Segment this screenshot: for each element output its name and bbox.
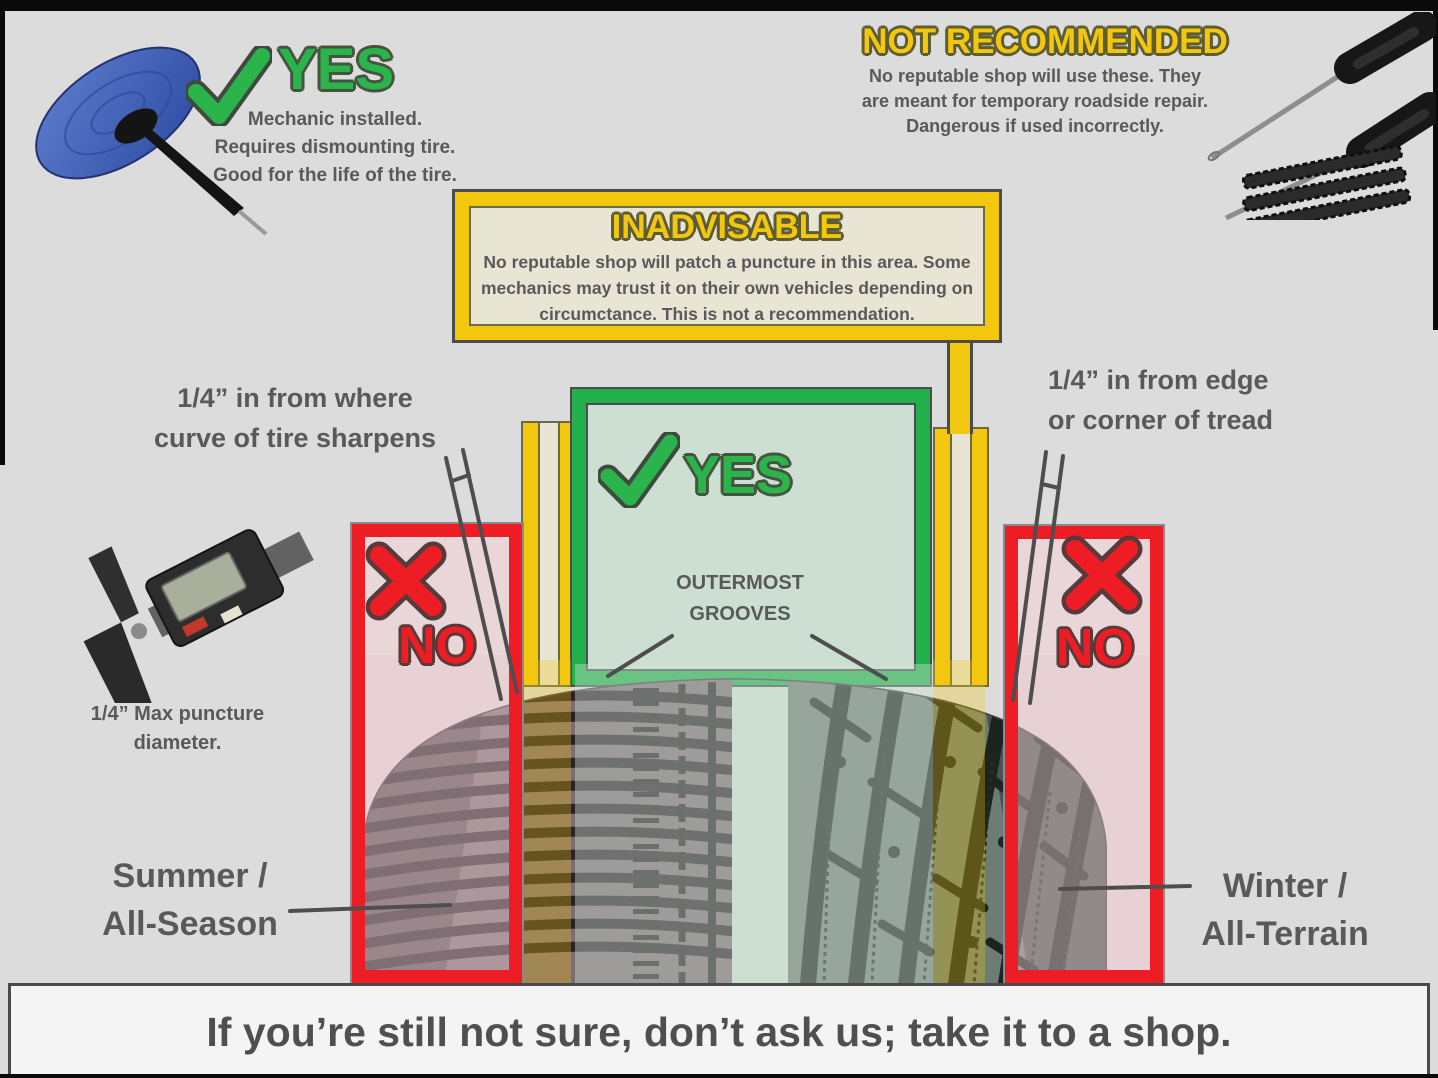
bottom-letterbox-bar [0, 1074, 1438, 1078]
caliper-label-line: 1/4” Max puncture [90, 703, 265, 725]
inadvisable-line: mechanics may trust it on their own vehi… [480, 278, 974, 298]
footer-message: If you’re still not sure, don’t ask us; … [206, 1008, 1232, 1055]
caution-strip-right [933, 427, 989, 687]
not-recommended-line: Dangerous if used incorrectly. [906, 116, 1164, 136]
inadvisable-line: circumctance. This is not a recommendati… [539, 304, 915, 324]
left-quarter-label: 1/4” in from where curve of tire sharpen… [110, 378, 480, 458]
x-icon [365, 541, 447, 621]
winter-line: All-Terrain [1201, 915, 1369, 953]
not-recommended-title: NOT RECOMMENDED [862, 22, 1228, 61]
check-icon [598, 432, 680, 508]
inadvisable-line: No reputable shop will patch a puncture … [483, 252, 971, 272]
inadvisable-panel: INADVISABLE No reputable shop will patch… [452, 189, 1002, 343]
caliper-label-line: diameter. [133, 732, 222, 754]
summer-line: All-Season [102, 905, 278, 943]
right-letterbox-bar [1433, 0, 1438, 330]
winter-tire-label: Winter / All-Terrain [1150, 862, 1420, 958]
patch-description-line: Mechanic installed. [247, 109, 423, 130]
inadvisable-connector [947, 335, 973, 434]
grooves-line: GROOVES [689, 603, 791, 625]
footer-banner: If you’re still not sure, don’t ask us; … [8, 983, 1430, 1078]
caliper-label: 1/4” Max puncture diameter. [35, 700, 320, 758]
left-letterbox-bar [0, 0, 5, 465]
plug-tools-icon [1207, 12, 1436, 220]
caliper-icon [83, 529, 314, 703]
inadvisable-title: INADVISABLE [611, 208, 843, 246]
caution-strip-left [521, 421, 575, 687]
patch-description: Mechanic installed. Requires dismounting… [175, 106, 495, 190]
patch-verdict-label: YES [278, 37, 395, 102]
no-label-left: NO [398, 617, 476, 675]
tire-cross-section-image [362, 678, 1107, 984]
right-quarter-label: 1/4” in from edge or corner of tread [1048, 360, 1378, 440]
left-quarter-line: 1/4” in from where [177, 383, 413, 413]
zone-verdict-label: YES [684, 445, 793, 505]
no-label-right: NO [1056, 619, 1134, 677]
summer-line: Summer / [112, 857, 268, 895]
not-recommended-line: No reputable shop will use these. They [868, 66, 1202, 86]
grooves-line: OUTERMOST [676, 572, 804, 594]
top-letterbox-bar [0, 0, 1438, 11]
not-recommended-line: are meant for temporary roadside repair. [861, 91, 1209, 111]
left-quarter-line: curve of tire sharpens [153, 423, 437, 453]
not-recommended-description: No reputable shop will use these. They a… [825, 64, 1245, 139]
inadvisable-description: No reputable shop will patch a puncture … [469, 249, 985, 327]
patch-description-line: Requires dismounting tire. [214, 137, 456, 158]
patch-description-line: Good for the life of the tire. [213, 165, 457, 186]
summer-tire-label: Summer / All-Season [35, 852, 345, 948]
patch-plug-icon [35, 46, 268, 236]
outermost-grooves-label: OUTERMOST GROOVES [640, 568, 840, 630]
right-quarter-line: 1/4” in from edge [1048, 365, 1269, 395]
x-icon [1061, 535, 1143, 615]
winter-line: Winter / [1222, 867, 1348, 905]
right-quarter-line: or corner of tread [1048, 405, 1274, 435]
check-icon [186, 46, 272, 126]
